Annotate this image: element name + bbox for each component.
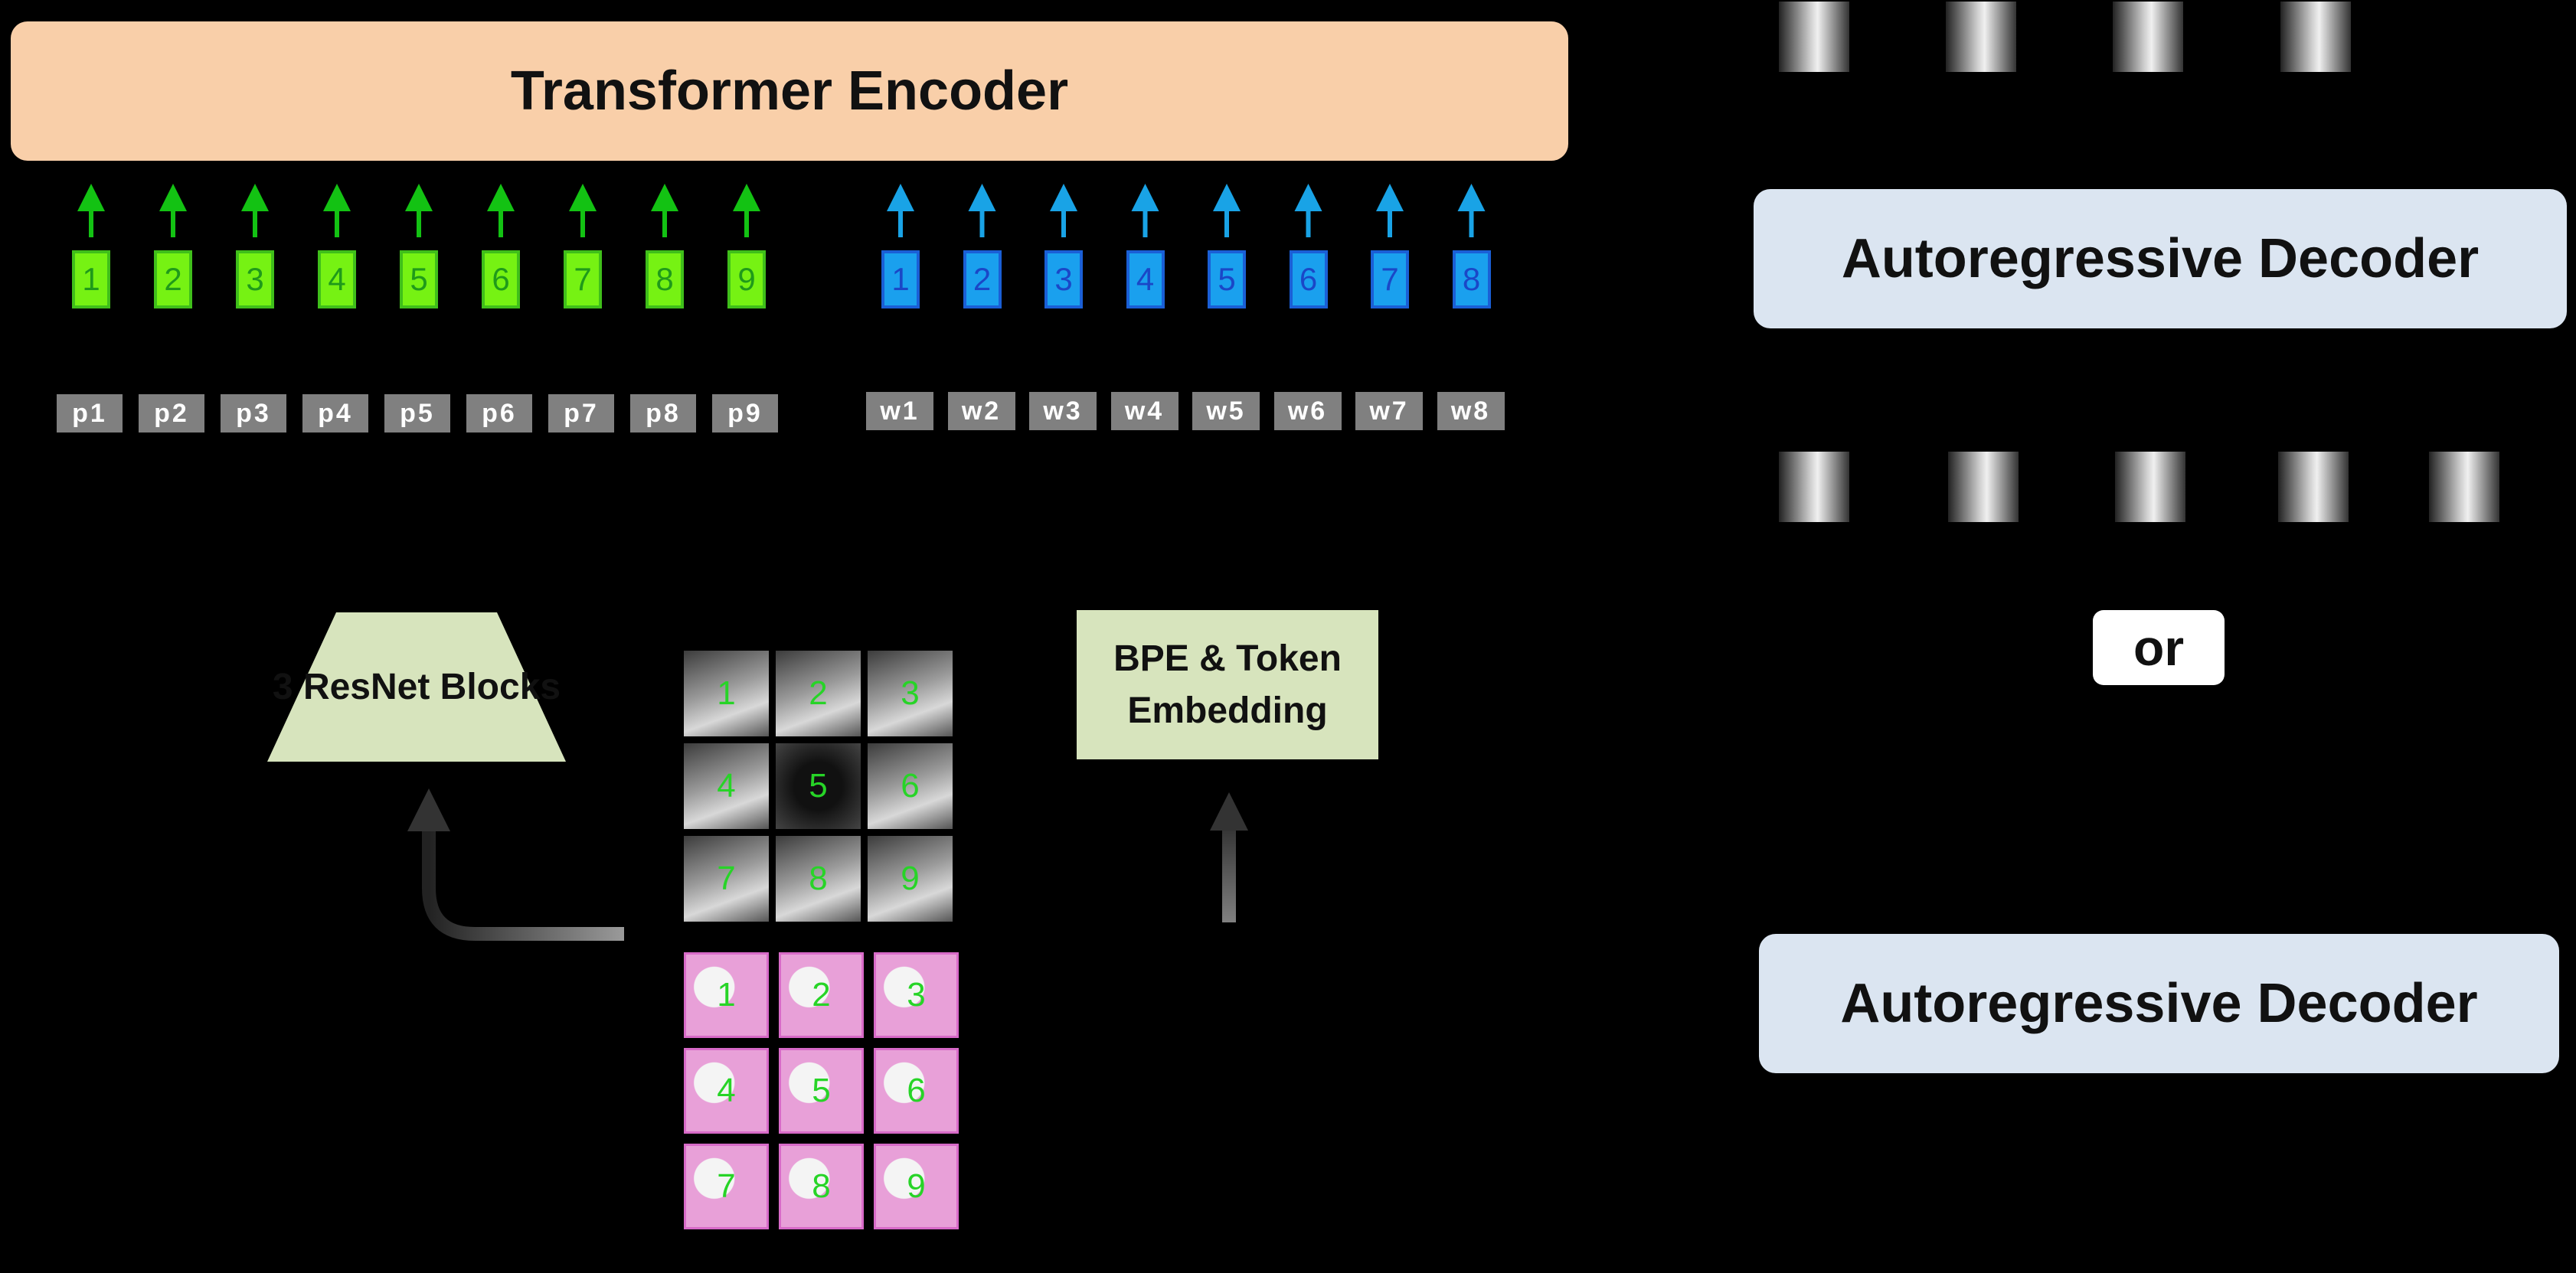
patch-label: p8 [630, 394, 696, 432]
patch-label: p5 [384, 394, 450, 432]
patch-label: p2 [139, 394, 204, 432]
image-patch: 5 [776, 743, 861, 829]
image-patch: 8 [776, 836, 861, 922]
token-arrows [77, 184, 1486, 237]
image-patch: 1 [684, 651, 769, 736]
word-label: w3 [1029, 392, 1097, 430]
patch-token: 9 [727, 250, 766, 308]
patch-token: 6 [482, 250, 520, 308]
image-patch: 2 [776, 651, 861, 736]
image-patch: 8 [779, 1144, 864, 1229]
image-patch: 6 [868, 743, 953, 829]
word-label: w2 [947, 392, 1015, 430]
word-label: w1 [866, 392, 933, 430]
word-token: 5 [1208, 250, 1246, 308]
autoregressive-decoder-top: Autoregressive Decoder [1754, 189, 2567, 328]
patch-token: 1 [72, 250, 110, 308]
word-label: w4 [1110, 392, 1178, 430]
or-label: or [2093, 610, 2225, 685]
curved-arrow [407, 788, 624, 941]
patch-token: 2 [154, 250, 192, 308]
xray-thumbnail [1779, 452, 1849, 522]
image-patch: 6 [874, 1048, 959, 1134]
word-label: w8 [1437, 392, 1505, 430]
word-token: 3 [1044, 250, 1083, 308]
patch-label: p7 [548, 394, 614, 432]
word-label: w6 [1273, 392, 1342, 430]
transformer-encoder: Transformer Encoder [11, 21, 1568, 161]
autoregressive-decoder-bottom: Autoregressive Decoder [1759, 934, 2559, 1073]
word-token: 4 [1126, 250, 1165, 308]
image-patch: 5 [779, 1048, 864, 1134]
image-patch: 1 [684, 952, 769, 1038]
xray-thumbnail [2115, 452, 2185, 522]
image-patch: 9 [874, 1144, 959, 1229]
word-token: 8 [1452, 250, 1491, 308]
xray-thumbnail [1946, 2, 2016, 72]
image-patch: 3 [874, 952, 959, 1038]
xray-thumbnail [2278, 452, 2349, 522]
patch-token: 3 [236, 250, 274, 308]
patch-token: 5 [400, 250, 438, 308]
word-label: w7 [1355, 392, 1423, 430]
word-token: 7 [1371, 250, 1409, 308]
image-patch: 7 [684, 1144, 769, 1229]
word-token: 1 [881, 250, 920, 308]
xray-thumbnail [2280, 2, 2351, 72]
patch-token: 8 [646, 250, 684, 308]
xray-thumbnail [2429, 452, 2499, 522]
image-patch: 9 [868, 836, 953, 922]
xray-thumbnail [2113, 2, 2183, 72]
word-token: 6 [1289, 250, 1328, 308]
patch-label: p4 [302, 394, 368, 432]
straight-arrow [1210, 792, 1248, 922]
resnet-blocks [267, 612, 566, 762]
patch-label: p6 [466, 394, 532, 432]
image-patch: 2 [779, 952, 864, 1038]
word-token: 2 [963, 250, 1002, 308]
patch-token: 4 [318, 250, 356, 308]
resnet-label: 3 ResNet Blocks [272, 666, 561, 707]
patch-label: p1 [57, 394, 123, 432]
image-patch: 4 [684, 743, 769, 829]
image-patch: 3 [868, 651, 953, 736]
word-label: w5 [1192, 392, 1260, 430]
xray-thumbnail [1779, 2, 1849, 72]
image-patch: 4 [684, 1048, 769, 1134]
bpe-token-embedding: BPE & Token Embedding [1077, 610, 1378, 759]
patch-label: p9 [712, 394, 778, 432]
patch-label: p3 [221, 394, 286, 432]
xray-thumbnail [1948, 452, 2019, 522]
patch-token: 7 [564, 250, 602, 308]
image-patch: 7 [684, 836, 769, 922]
